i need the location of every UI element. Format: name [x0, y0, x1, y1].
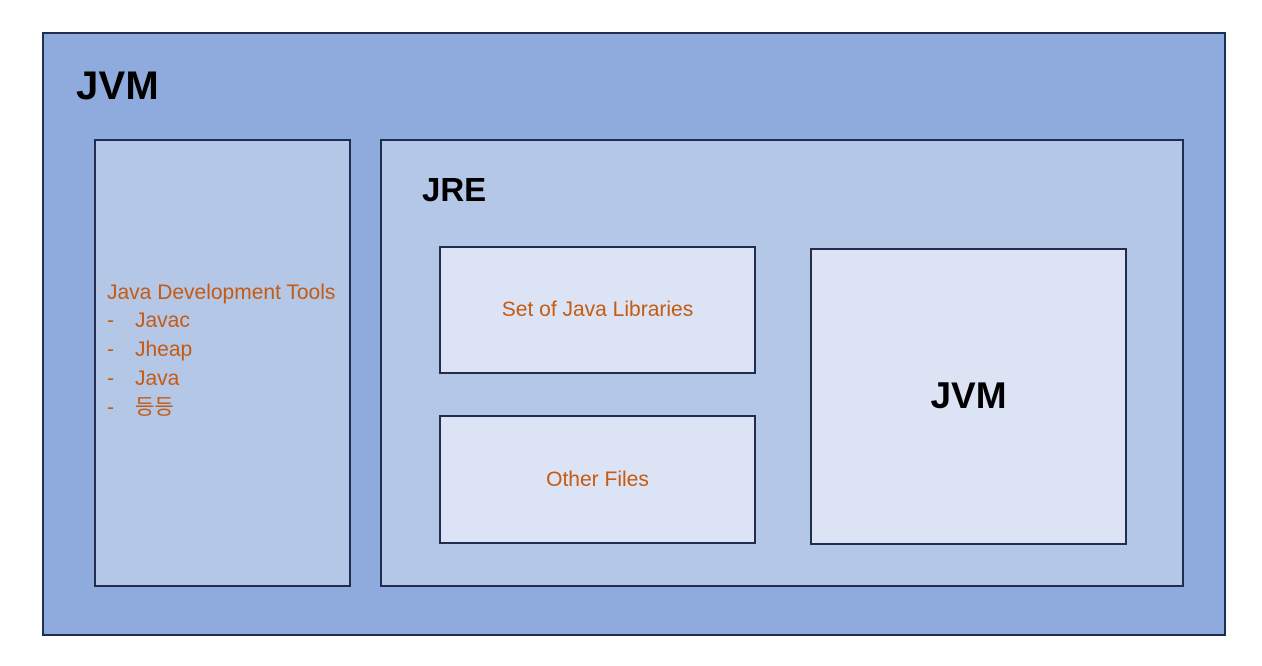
list-item-label: 등등: [135, 395, 174, 419]
other-files-label: Other Files: [546, 467, 649, 491]
other-files-box: Other Files: [439, 415, 756, 544]
list-item-label: Jheap: [135, 337, 193, 361]
set-of-java-libraries-box: Set of Java Libraries: [439, 246, 756, 374]
list-item-label: Javac: [135, 308, 190, 332]
jvm-inner-label: JVM: [930, 375, 1007, 417]
java-development-tools-list: - Javac - Jheap - Java - 등등: [107, 307, 343, 423]
list-item-label: Java: [135, 366, 180, 390]
list-item: - Jheap: [107, 336, 343, 365]
jre-panel: JRE Set of Java Libraries Other Files JV…: [380, 139, 1184, 587]
jvm-outer-container: JVM Java Development Tools - Javac - Jhe…: [42, 32, 1226, 636]
jre-title: JRE: [422, 171, 487, 208]
dash-bullet: -: [107, 366, 114, 390]
java-development-tools-panel: Java Development Tools - Javac - Jheap -…: [94, 139, 351, 587]
dash-bullet: -: [107, 395, 114, 419]
jvm-inner-box: JVM: [810, 248, 1127, 545]
dash-bullet: -: [107, 308, 114, 332]
jvm-outer-title: JVM: [76, 64, 159, 108]
set-of-java-libraries-label: Set of Java Libraries: [501, 298, 694, 322]
java-development-tools-heading: Java Development Tools: [107, 281, 336, 304]
list-item: - Javac: [107, 307, 343, 336]
java-development-tools-content: Java Development Tools - Javac - Jheap -…: [107, 279, 343, 423]
list-item: - Java: [107, 365, 343, 394]
dash-bullet: -: [107, 337, 114, 361]
list-item: - 등등: [107, 394, 343, 423]
